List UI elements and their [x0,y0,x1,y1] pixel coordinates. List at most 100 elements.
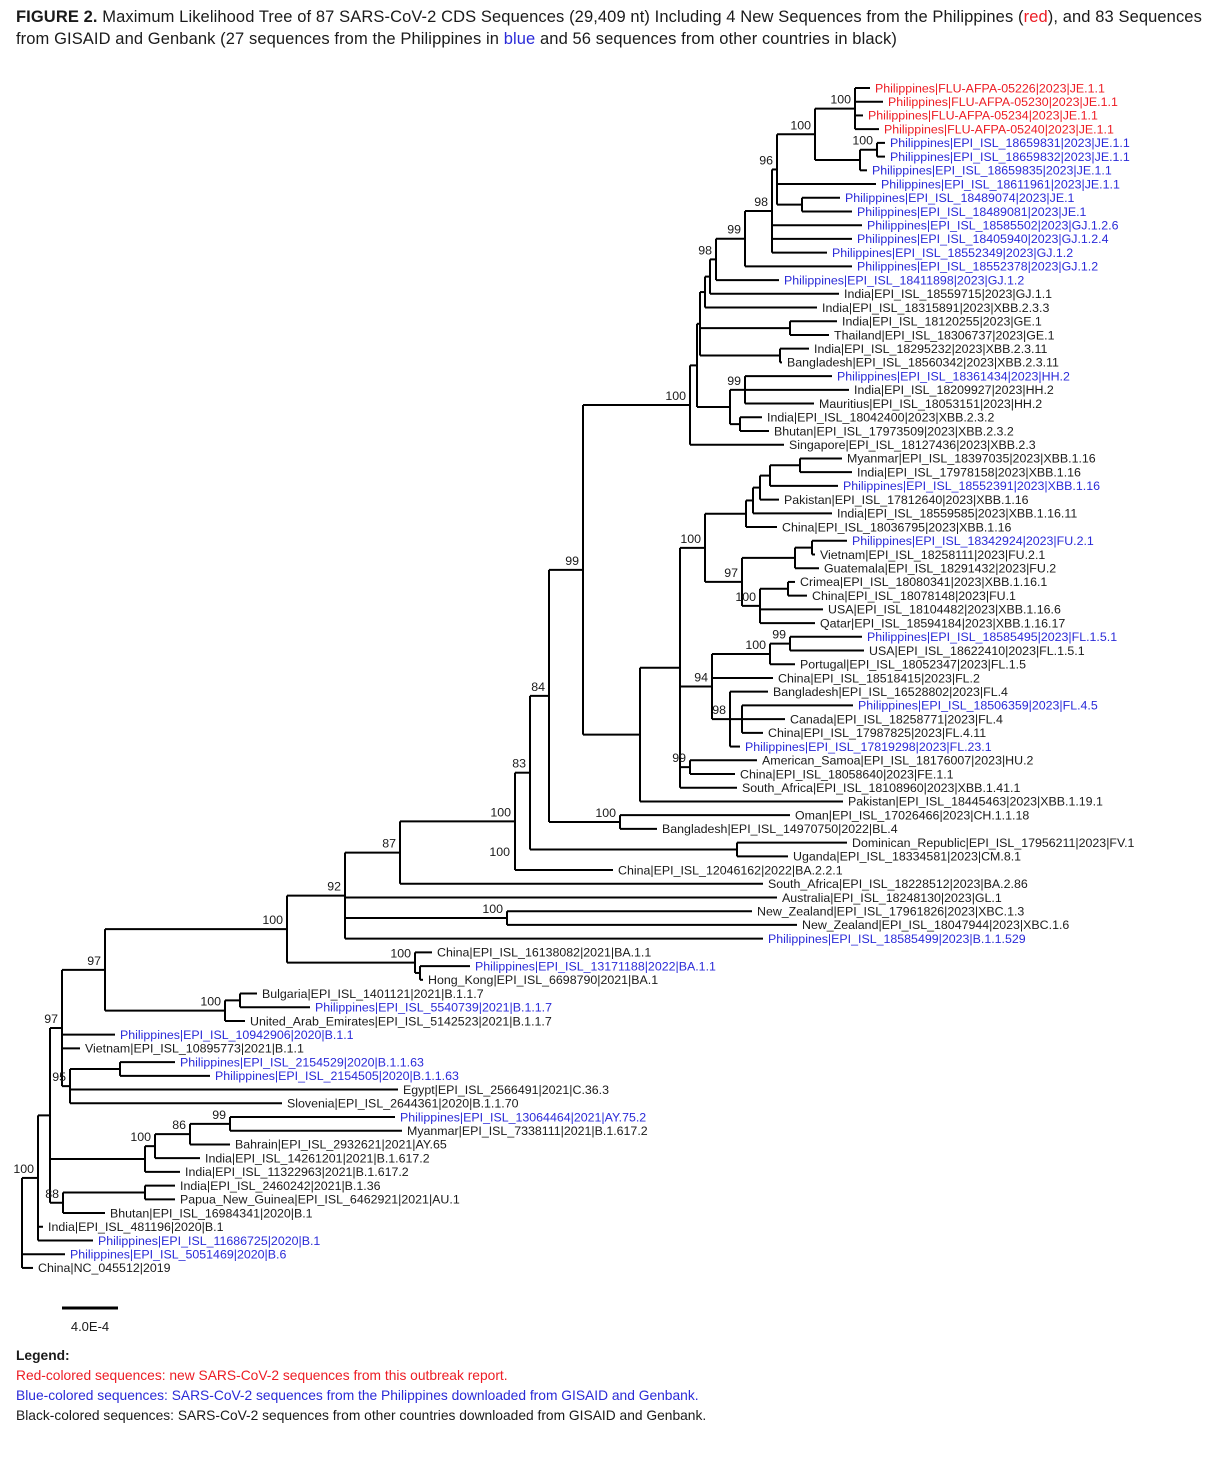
taxon-label: New_Zealand|EPI_ISL_17961826|2023|XBC.1.… [757,905,1024,919]
taxon-label: USA|EPI_ISL_18104482|2023|XBB.1.16.6 [828,603,1061,617]
support-value: 86 [172,1118,186,1132]
taxon-label: India|EPI_ISL_11322963|2021|B.1.617.2 [185,1165,409,1179]
taxon-label: Hong_Kong|EPI_ISL_6698790|2021|BA.1 [428,973,658,987]
taxon-label: Philippines|EPI_ISL_18659835|2023|JE.1.1 [872,164,1112,178]
taxon-label: Mauritius|EPI_ISL_18053151|2023|HH.2 [819,397,1042,411]
taxon-label: Bahrain|EPI_ISL_2932621|2021|AY.65 [235,1138,447,1152]
support-value: 100 [595,806,616,820]
support-value: 100 [489,845,510,859]
taxon-label: India|EPI_ISL_18209927|2023|HH.2 [854,383,1054,397]
support-value: 96 [759,153,773,167]
support-value: 100 [665,389,686,403]
support-value: 100 [13,1162,34,1176]
support-value: 97 [724,566,738,580]
taxon-label: India|EPI_ISL_18315891|2023|XBB.2.3.3 [822,301,1049,315]
taxon-label: Bhutan|EPI_ISL_16984341|2020|B.1 [110,1206,313,1220]
taxon-label: China|EPI_ISL_18518415|2023|FL.2 [778,671,980,685]
taxon-label: Philippines|EPI_ISL_2154505|2020|B.1.1.6… [215,1069,459,1083]
taxon-label: India|EPI_ISL_14261201|2021|B.1.617.2 [205,1151,430,1165]
taxon-label: Uganda|EPI_ISL_18334581|2023|CM.8.1 [793,850,1021,864]
support-value: 99 [212,1108,226,1122]
taxon-label: Canada|EPI_ISL_18258771|2023|FL.4 [790,712,1003,726]
taxon-label: China|EPI_ISL_18036795|2023|XBB.1.16 [782,520,1012,534]
support-value: 84 [531,680,545,694]
taxon-label: Philippines|EPI_ISL_18506359|2023|FL.4.5 [858,699,1098,713]
taxon-label: Philippines|EPI_ISL_18489081|2023|JE.1 [857,205,1087,219]
taxon-label: American_Samoa|EPI_ISL_18176007|2023|HU.… [762,754,1034,768]
taxon-label: Egypt|EPI_ISL_2566491|2021|C.36.3 [403,1083,609,1097]
taxon-label: China|EPI_ISL_18058640|2023|FE.1.1 [740,767,954,781]
support-value: 100 [390,947,411,961]
taxon-label: Philippines|EPI_ISL_18342924|2023|FU.2.1 [852,534,1094,548]
taxon-label: Philippines|FLU-AFPA-05240|2023|JE.1.1 [884,122,1114,136]
taxon-label: South_Africa|EPI_ISL_18108960|2023|XBB.1… [742,781,1020,795]
support-value: 100 [200,995,221,1009]
support-value: 99 [727,223,741,237]
taxon-label: United_Arab_Emirates|EPI_ISL_5142523|202… [250,1014,552,1028]
taxon-label: Qatar|EPI_ISL_18594184|2023|XBB.1.16.17 [820,616,1065,630]
taxon-label: Philippines|EPI_ISL_18585495|2023|FL.1.5… [867,630,1117,644]
support-value: 99 [727,374,741,388]
caption-segment: red [1023,8,1048,26]
taxon-label: Philippines|EPI_ISL_18659832|2023|JE.1.1 [890,150,1130,164]
taxon-label: Philippines|EPI_ISL_13171188|2022|BA.1.1 [475,959,716,973]
taxon-label: New_Zealand|EPI_ISL_18047944|2023|XBC.1.… [802,918,1069,932]
support-value: 100 [490,805,511,819]
support-value: 98 [754,195,768,209]
taxon-label: Philippines|FLU-AFPA-05234|2023|JE.1.1 [868,109,1098,123]
support-value: 99 [565,554,579,568]
taxon-label: Guatemala|EPI_ISL_18291432|2023|FU.2 [824,562,1056,576]
caption-segment: and 56 sequences from other countries in… [535,30,897,49]
support-value: 83 [512,757,526,771]
taxon-label: India|EPI_ISL_18559715|2023|GJ.1.1 [844,287,1052,301]
taxon-label: India|EPI_ISL_2460242|2021|B.1.36 [180,1179,381,1193]
taxon-label: Philippines|FLU-AFPA-05226|2023|JE.1.1 [875,81,1105,95]
taxon-label: Philippines|EPI_ISL_2154529|2020|B.1.1.6… [180,1055,424,1069]
taxon-label: Philippines|EPI_ISL_18585502|2023|GJ.1.2… [867,219,1119,233]
taxon-label: China|EPI_ISL_12046162|2022|BA.2.2.1 [618,863,843,877]
support-value: 100 [130,1130,151,1144]
legend-line: Red-colored sequences: new SARS-CoV-2 se… [16,1368,508,1383]
taxon-label: Philippines|EPI_ISL_5051469|2020|B.6 [70,1248,286,1262]
support-value: 100 [852,134,873,148]
support-value: 99 [672,751,686,765]
support-value: 99 [772,628,786,642]
support-value: 88 [45,1187,59,1201]
taxon-label: Philippines|EPI_ISL_18552349|2023|GJ.1.2 [832,246,1073,260]
taxon-label: Myanmar|EPI_ISL_18397035|2023|XBB.1.16 [847,452,1096,466]
taxon-label: Oman|EPI_ISL_17026466|2023|CH.1.1.18 [795,808,1029,822]
caption-segment: FIGURE 2. [16,8,98,26]
taxon-label: Vietnam|EPI_ISL_18258111|2023|FU.2.1 [820,548,1045,562]
support-value: 98 [698,243,712,257]
taxon-label: Philippines|EPI_ISL_18585499|2023|B.1.1.… [768,932,1026,946]
figure-caption: FIGURE 2. Maximum Likelihood Tree of 87 … [16,6,1212,50]
support-value: 94 [694,671,708,685]
legend-heading: Legend: [16,1348,70,1363]
support-value: 100 [482,902,503,916]
taxon-label: Pakistan|EPI_ISL_17812640|2023|XBB.1.16 [784,493,1029,507]
figure-legend: Legend: Red-colored sequences: new SARS-… [16,1346,706,1426]
taxon-label: Philippines|EPI_ISL_18411898|2023|GJ.1.2 [784,273,1024,287]
taxon-label: Philippines|EPI_ISL_18361434|2023|HH.2 [837,369,1070,383]
taxon-label: Philippines|EPI_ISL_18659831|2023|JE.1.1 [890,136,1130,150]
taxon-label: Dominican_Republic|EPI_ISL_17956211|2023… [852,836,1135,850]
taxon-label: China|EPI_ISL_16138082|2021|BA.1.1 [437,946,651,960]
taxon-label: Philippines|EPI_ISL_10942906|2020|B.1.1 [120,1028,354,1042]
taxon-label: Philippines|EPI_ISL_5540739|2021|B.1.1.7 [315,1001,552,1015]
support-value: 100 [735,590,756,604]
taxon-label: India|EPI_ISL_17978158|2023|XBB.1.16 [857,465,1081,479]
taxon-label: South_Africa|EPI_ISL_18228512|2023|BA.2.… [768,877,1028,891]
taxon-label: Bangladesh|EPI_ISL_14970750|2022|BL.4 [662,822,898,836]
caption-segment: Maximum Likelihood Tree of 87 SARS-CoV-2… [97,8,1024,26]
taxon-label: Pakistan|EPI_ISL_18445463|2023|XBB.1.19.… [848,795,1103,809]
support-value: 97 [44,1012,58,1026]
taxon-label: Portugal|EPI_ISL_18052347|2023|FL.1.5 [800,658,1026,672]
taxon-label: USA|EPI_ISL_18622410|2023|FL.1.5.1 [869,644,1085,658]
taxon-label: Australia|EPI_ISL_18248130|2023|GL.1 [782,891,1002,905]
taxon-label: Philippines|EPI_ISL_18611961|2023|JE.1.1 [881,177,1120,191]
taxon-label: Bangladesh|EPI_ISL_18560342|2023|XBB.2.3… [787,356,1059,370]
taxon-label: Philippines|EPI_ISL_18552391|2023|XBB.1.… [843,479,1100,493]
support-value: 100 [745,638,766,652]
